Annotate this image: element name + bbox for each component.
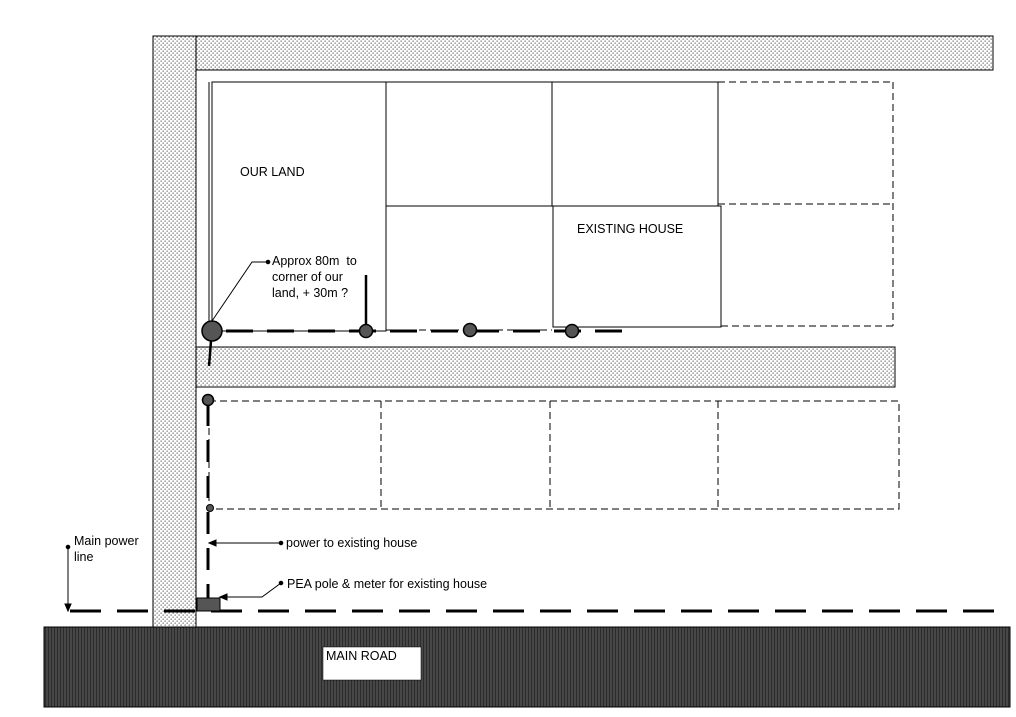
- power-to-house-label: power to existing house: [286, 536, 417, 550]
- our-land-label: OUR LAND: [240, 165, 305, 179]
- pole-small-icon: [206, 504, 214, 512]
- lower-plots: [208, 400, 900, 511]
- distance-note-line3: land, + 30m ?: [272, 286, 348, 300]
- main-power-label-line2: line: [74, 550, 94, 564]
- existing-house-label: EXISTING HOUSE: [577, 222, 683, 236]
- leader-dot: [65, 544, 71, 550]
- distance-note-line1: Approx 80m to: [272, 254, 357, 268]
- corner-pole-drop: [207, 340, 213, 367]
- pole-icon: [564, 323, 580, 339]
- leader-dot: [265, 259, 271, 265]
- note-leader: [211, 261, 268, 322]
- pea-meter-icon: [196, 597, 221, 612]
- main-power-label-line1: Main power: [74, 534, 139, 548]
- leader-arrow: [64, 603, 72, 613]
- existing-house-plot: [552, 205, 722, 328]
- pole-icon: [462, 322, 478, 338]
- lower-plot-outline: [208, 400, 900, 510]
- main-road-label: MAIN ROAD: [326, 649, 397, 663]
- lane-vertical: [152, 35, 197, 628]
- main-road: [43, 626, 1011, 708]
- pea-pole-leader: [220, 582, 282, 598]
- upper-plots: [208, 81, 722, 332]
- leader-dot: [278, 580, 284, 586]
- corner-pole-icon: [201, 320, 223, 342]
- lane-middle: [195, 346, 896, 388]
- lane-top: [195, 35, 994, 71]
- leader-arrow: [207, 539, 217, 547]
- leaders: [64, 259, 284, 613]
- leader-arrow: [218, 593, 228, 601]
- distance-note-line2: corner of our: [272, 270, 343, 284]
- pole-icon: [358, 323, 374, 339]
- pea-pole-label: PEA pole & meter for existing house: [287, 577, 487, 591]
- main-road-label-box: [322, 646, 422, 681]
- pole-icon: [201, 393, 215, 407]
- leader-dot: [278, 540, 284, 546]
